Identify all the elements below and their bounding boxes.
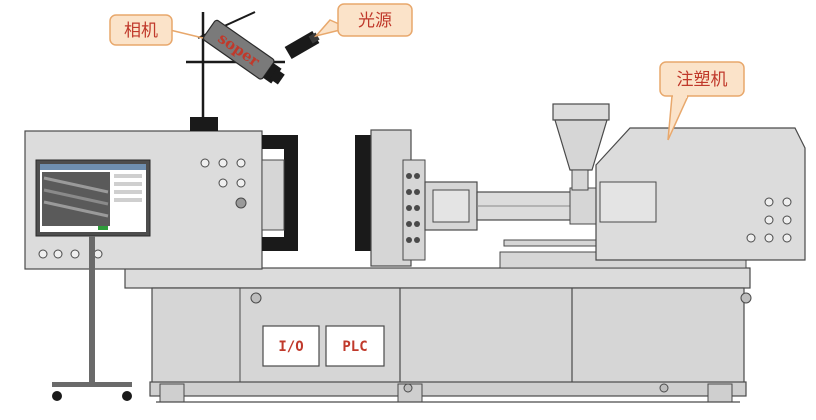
callout-light: 光源 [313,3,413,38]
monitor [35,159,151,401]
callout-camera: 相机 [109,14,204,46]
callout-camera-text: 相机 [124,21,158,41]
io-label: I/O [278,339,303,355]
plc-label: PLC [342,339,367,355]
camera: soper [202,19,285,85]
callout-machine-text: 注塑机 [677,70,728,90]
plc-box: PLC [325,325,385,367]
callout-light-text: 光源 [358,11,392,31]
machine-base [124,267,752,403]
light-source [284,30,320,60]
io-box: I/O [262,325,320,367]
hopper [552,103,610,191]
injection-housing [595,127,806,261]
clamp-unit [261,129,478,267]
callout-machine: 注塑机 [659,61,745,141]
